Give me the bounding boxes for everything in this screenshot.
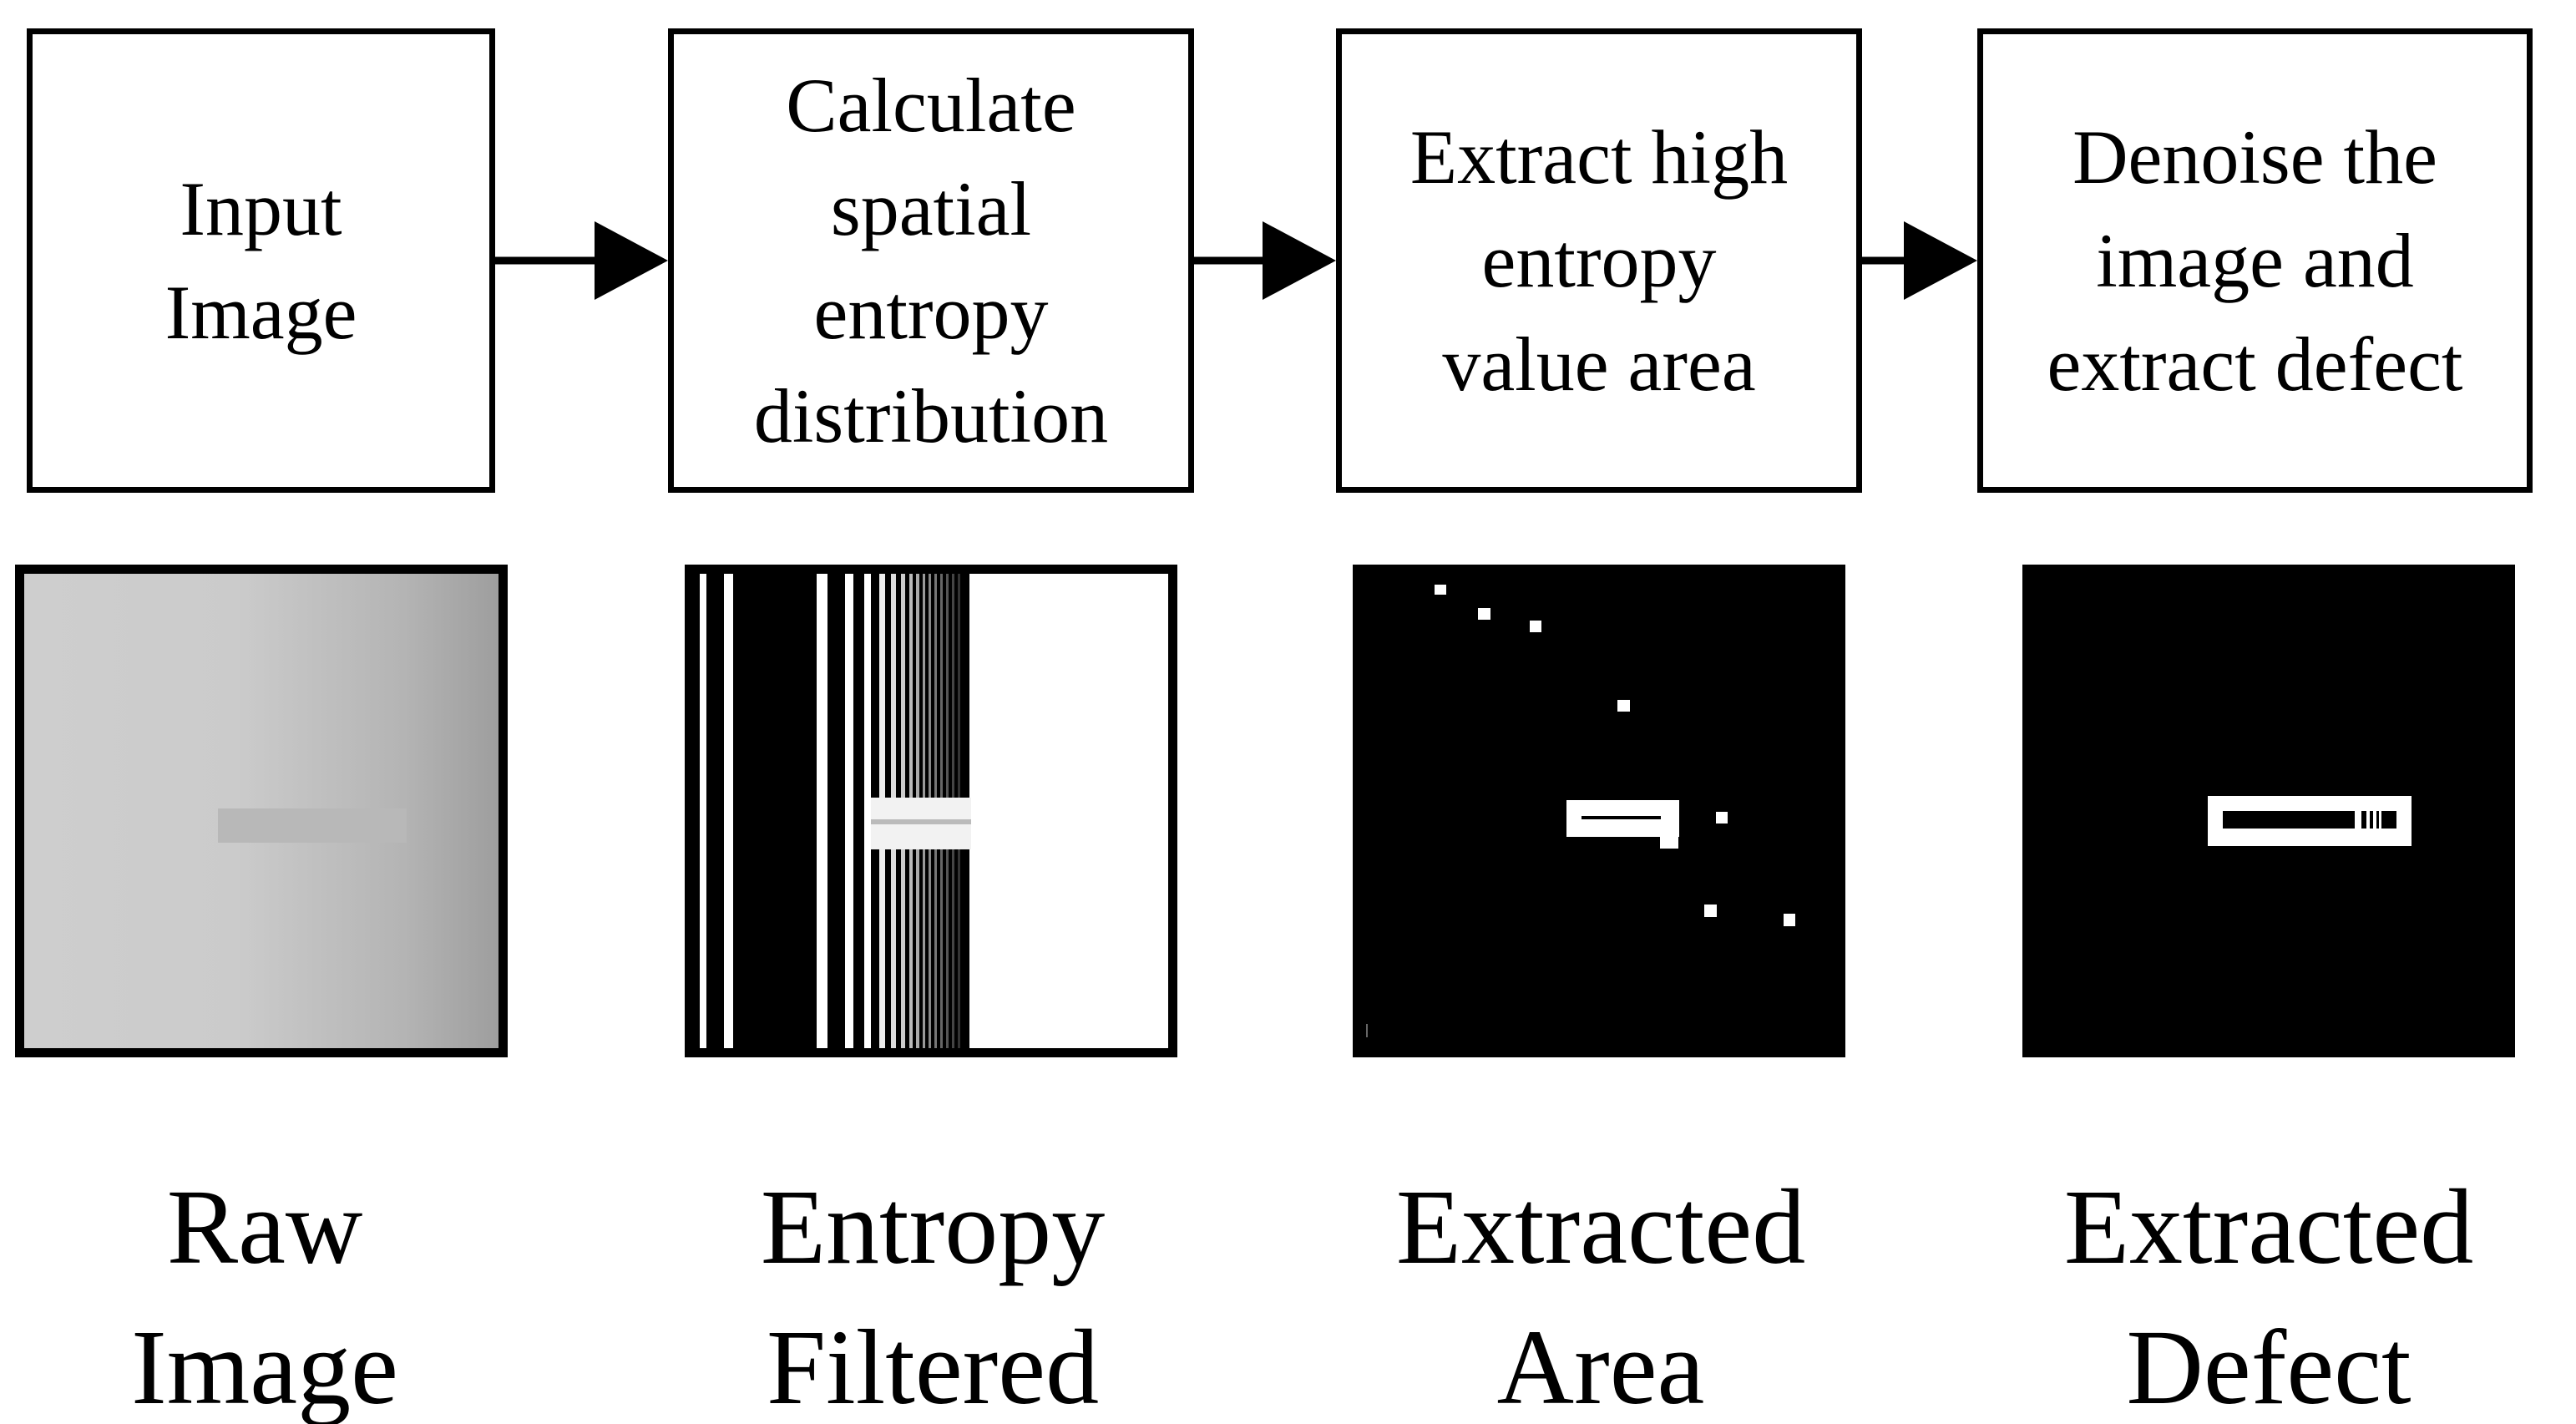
entropy-filtered-panel xyxy=(685,565,1177,1057)
arrow-3-to-4 xyxy=(1862,221,1977,300)
flow-arrows xyxy=(495,221,1977,300)
step-box-extract-area: Extract high entropy value area xyxy=(1336,28,1862,493)
arrow-2-to-3 xyxy=(1194,221,1336,300)
entropy-filtered-image xyxy=(694,574,1168,1048)
arrow-1-to-2 xyxy=(495,221,668,300)
step-box-denoise-extract: Denoise the image and extract defect xyxy=(1977,28,2533,493)
step-label: Input Image xyxy=(164,166,357,355)
caption-raw-image: Raw Image xyxy=(131,1168,398,1424)
raw-image xyxy=(218,808,407,843)
step-box-calculate-entropy: Calculate spatial entropy distribution xyxy=(668,28,1194,493)
caption-extracted-defect: Extracted Defect xyxy=(2063,1168,2474,1424)
extracted-area-panel xyxy=(1353,565,1845,1057)
caption-extracted-area: Extracted Area xyxy=(1395,1168,1806,1424)
extracted-defect-image xyxy=(2022,565,2515,1057)
step-box-input-image: Input Image xyxy=(27,28,495,493)
caption-entropy-filtered: Entropy Filtered xyxy=(760,1168,1106,1424)
step-label: Extract high entropy value area xyxy=(1409,114,1789,407)
step-label: Calculate spatial entropy distribution xyxy=(753,63,1109,459)
extracted-defect-panel xyxy=(2022,565,2515,1057)
raw-image-panel xyxy=(15,565,508,1057)
step-label: Denoise the image and extract defect xyxy=(2047,114,2463,407)
extracted-area-image xyxy=(1353,565,1845,1057)
raw-defect-bar xyxy=(218,808,407,843)
